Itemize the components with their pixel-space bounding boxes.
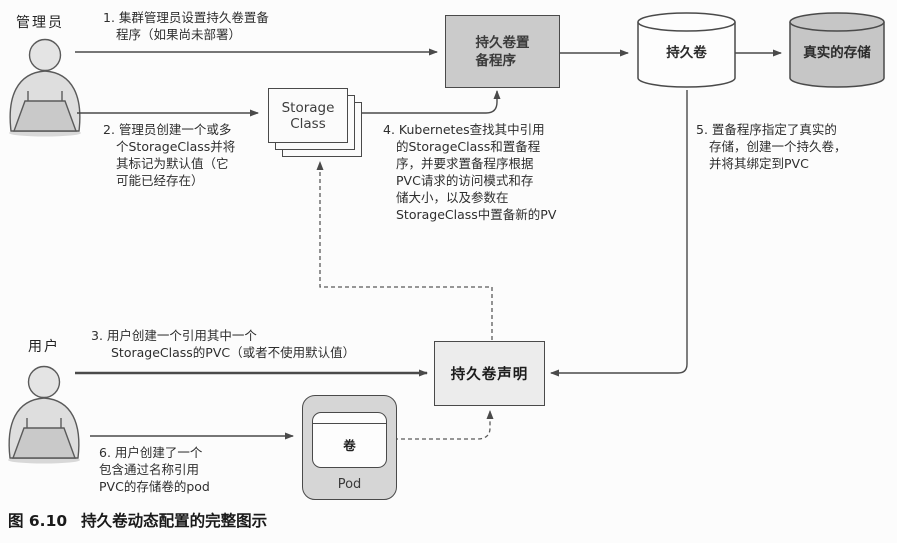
storageclass-label-line1: Storage (281, 99, 335, 116)
admin-person-icon (9, 38, 81, 137)
dashed-arrow-pvc-to-storageclass (316, 161, 493, 340)
figure-caption: 图 6.10 持久卷动态配置的完整图示 (8, 509, 267, 531)
user-person-icon (8, 365, 80, 464)
step4-text: 4. Kubernetes查找其中引用 的StorageClass和置备程 序，… (383, 122, 557, 222)
volume-box: 卷 (312, 412, 387, 468)
real-storage-label: 真实的存储 (803, 45, 871, 61)
provisioner-label-line1: 持久卷置 (475, 34, 530, 51)
pv-cylinder (637, 12, 736, 88)
pod-label: Pod (337, 477, 362, 492)
provisioner-label-line2: 备程序 (475, 52, 517, 69)
pvc-box: 持久卷声明 (434, 341, 545, 406)
provisioner-box: 持久卷置 备程序 (445, 15, 560, 88)
arrow-step4-storageclass-to-provisioner (362, 90, 501, 114)
user-label: 用户 (28, 339, 60, 355)
admin-label: 管理员 (16, 15, 64, 31)
figure-number: 图 6.10 (8, 512, 68, 530)
step3-text: 3. 用户创建一个引用其中一个 StorageClass的PVC（或者不使用默认… (91, 328, 356, 360)
storageclass-label-line2: Class (290, 115, 326, 132)
figure-title: 持久卷动态配置的完整图示 (81, 512, 268, 530)
real-storage-cylinder (789, 12, 885, 88)
storageclass-box: Storage Class (268, 88, 348, 143)
pv-label: 持久卷 (666, 44, 707, 61)
arrow-step5-pv-to-pvc (550, 90, 688, 377)
step1-text: 1. 集群管理员设置持久卷置备 程序（如果尚未部署） (103, 10, 269, 42)
dashed-arrow-volume-to-pvc (387, 410, 494, 440)
pod-box: 卷 Pod (302, 395, 397, 500)
step5-text: 5. 置备程序指定了真实的 存储，创建一个持久卷， 并将其绑定到PVC (696, 122, 847, 171)
step6-text: 6. 用户创建了一个 包含通过名称引用 PVC的存储卷的pod (99, 445, 210, 494)
volume-label: 卷 (343, 437, 356, 453)
step2-text: 2. 管理员创建一个或多 个StorageClass并将 其标记为默认值（它 可… (103, 122, 236, 188)
